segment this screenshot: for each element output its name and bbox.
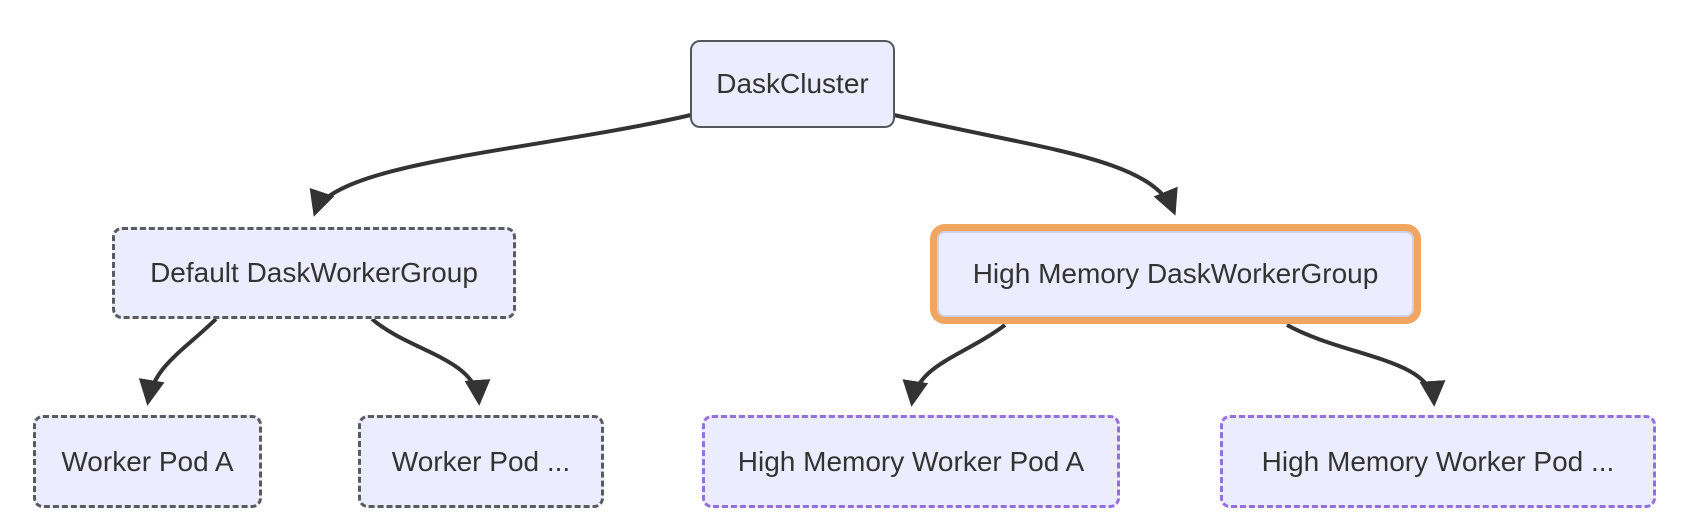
node-high-memory-worker-pod-a-label: High Memory Worker Pod A — [737, 445, 1085, 477]
edge-highmem-group-hm-worker-pod-a — [902, 323, 1007, 407]
node-high-memory-worker-pod-more-label: High Memory Worker Pod ... — [1261, 445, 1615, 477]
node-worker-pod-a: Worker Pod A — [33, 415, 262, 508]
node-worker-pod-a-label: Worker Pod A — [61, 445, 234, 477]
node-default-daskworkergroup: Default DaskWorkerGroup — [112, 227, 516, 319]
edge-highmem-group-hm-worker-pod-more — [1286, 323, 1446, 407]
edge-default-group-worker-pod-more — [370, 317, 491, 406]
node-daskcluster-label: DaskCluster — [716, 68, 869, 100]
edge-default-group-worker-pod-a — [138, 317, 218, 406]
edge-daskcluster-highmem-group — [893, 113, 1178, 216]
node-default-daskworkergroup-label: Default DaskWorkerGroup — [150, 257, 478, 289]
node-high-memory-daskworkergroup: High Memory DaskWorkerGroup — [930, 224, 1421, 324]
node-worker-pod-more-label: Worker Pod ... — [391, 445, 571, 477]
node-worker-pod-more: Worker Pod ... — [358, 415, 604, 508]
node-high-memory-worker-pod-more: High Memory Worker Pod ... — [1220, 415, 1656, 508]
node-high-memory-worker-pod-a: High Memory Worker Pod A — [702, 415, 1120, 508]
edge-daskcluster-default-group — [309, 113, 692, 217]
node-daskcluster: DaskCluster — [690, 40, 895, 128]
node-high-memory-daskworkergroup-label: High Memory DaskWorkerGroup — [972, 258, 1379, 290]
